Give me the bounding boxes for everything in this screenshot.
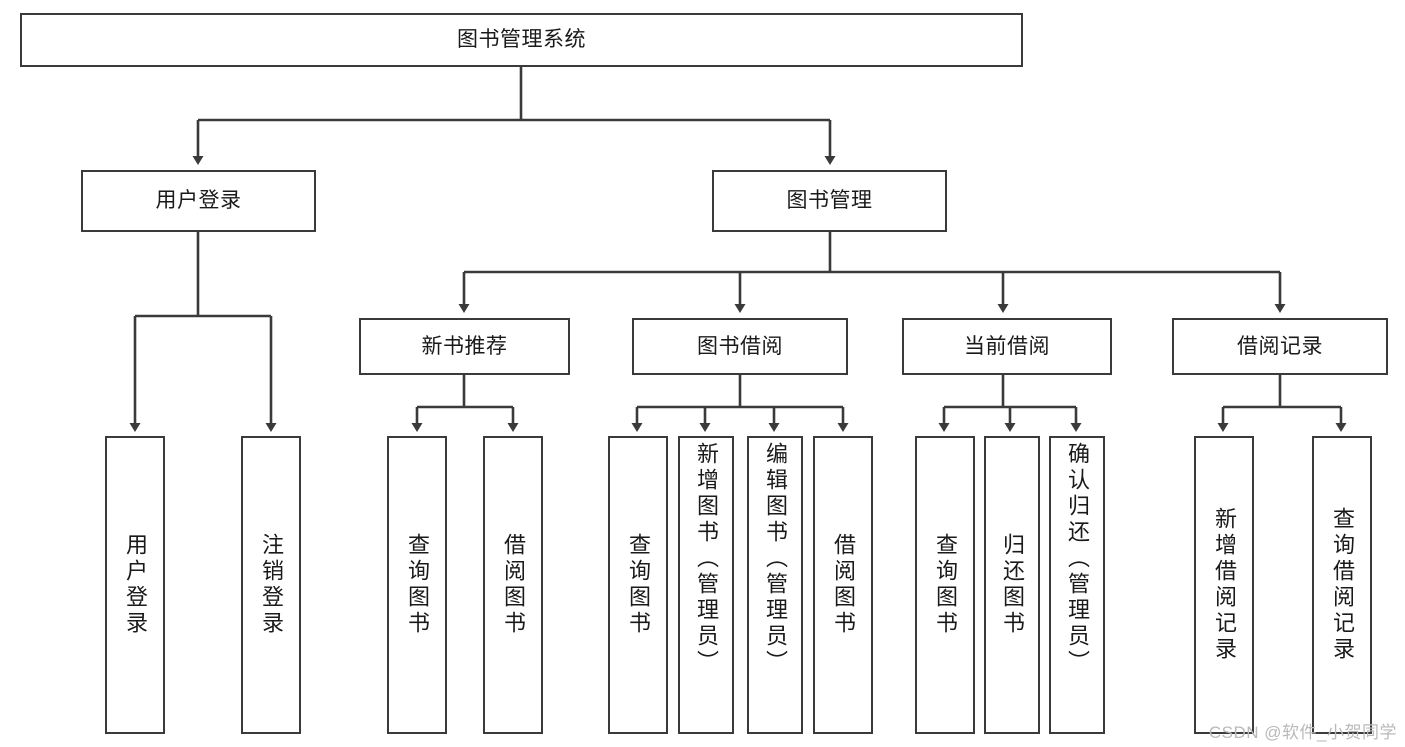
- node-label: 当前借阅: [964, 334, 1050, 358]
- node-leaf-query-book-current[interactable]: 查询图书: [915, 436, 975, 734]
- node-leaf-borrow-book-recommend[interactable]: 借阅图书: [483, 436, 543, 734]
- node-label: 查询图书: [405, 533, 430, 637]
- watermark-text: CSDN @软件_小贺同学: [1208, 723, 1397, 742]
- node-label: 编辑图书（管理员）: [763, 442, 788, 676]
- node-user-login[interactable]: 用户登录: [81, 170, 316, 232]
- node-label: 用户登录: [155, 189, 242, 213]
- node-leaf-edit-book-admin[interactable]: 编辑图书（管理员）: [747, 436, 803, 734]
- node-label: 查询图书: [933, 533, 958, 637]
- node-label: 借阅图书: [831, 533, 856, 637]
- node-label: 注销登录: [259, 533, 284, 637]
- node-root-system[interactable]: 图书管理系统: [20, 13, 1023, 67]
- node-label: 查询借阅记录: [1330, 507, 1355, 663]
- node-label: 图书管理系统: [457, 28, 586, 52]
- node-label: 归还图书: [1000, 533, 1025, 637]
- node-leaf-borrow-book[interactable]: 借阅图书: [813, 436, 873, 734]
- node-leaf-query-book-borrow[interactable]: 查询图书: [608, 436, 668, 734]
- node-label: 借阅图书: [501, 533, 526, 637]
- node-label: 确认归还（管理员）: [1065, 442, 1090, 676]
- node-label: 新增图书（管理员）: [694, 442, 719, 676]
- node-leaf-logout[interactable]: 注销登录: [241, 436, 301, 734]
- node-leaf-confirm-return-admin[interactable]: 确认归还（管理员）: [1049, 436, 1105, 734]
- node-label: 新增借阅记录: [1212, 507, 1237, 663]
- node-label: 图书管理: [786, 189, 873, 213]
- node-label: 用户登录: [123, 533, 148, 637]
- node-book-management[interactable]: 图书管理: [712, 170, 947, 232]
- node-label: 新书推荐: [421, 334, 508, 358]
- node-leaf-query-book-recommend[interactable]: 查询图书: [387, 436, 447, 734]
- node-leaf-add-borrow-record[interactable]: 新增借阅记录: [1194, 436, 1254, 734]
- node-leaf-return-book[interactable]: 归还图书: [984, 436, 1040, 734]
- node-borrow-record[interactable]: 借阅记录: [1172, 318, 1388, 375]
- node-book-borrow[interactable]: 图书借阅: [632, 318, 848, 375]
- node-label: 借阅记录: [1237, 334, 1323, 358]
- node-leaf-add-book-admin[interactable]: 新增图书（管理员）: [678, 436, 734, 734]
- node-leaf-query-borrow-record[interactable]: 查询借阅记录: [1312, 436, 1372, 734]
- node-label: 查询图书: [626, 533, 651, 637]
- node-current-borrow[interactable]: 当前借阅: [902, 318, 1112, 375]
- node-leaf-user-login[interactable]: 用户登录: [105, 436, 165, 734]
- node-new-book-recommend[interactable]: 新书推荐: [359, 318, 570, 375]
- node-label: 图书借阅: [697, 334, 783, 358]
